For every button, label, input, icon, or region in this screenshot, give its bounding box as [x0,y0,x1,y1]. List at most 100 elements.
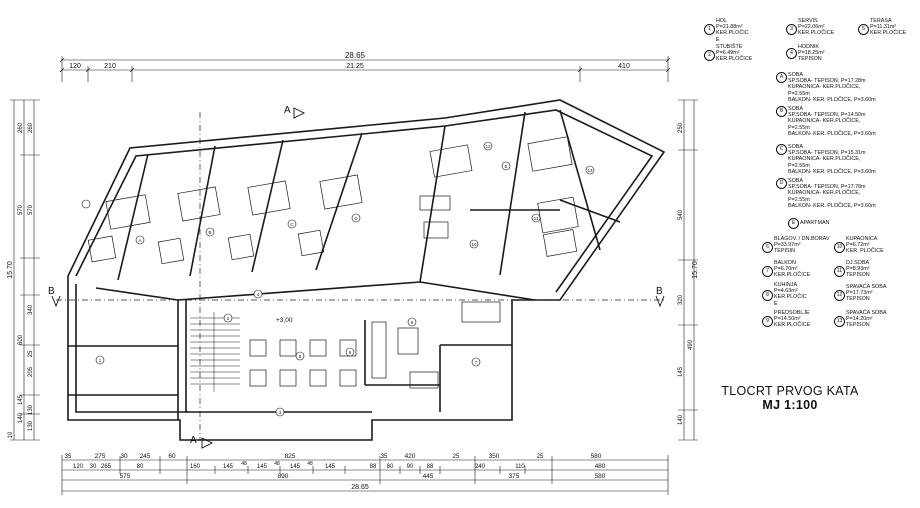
left-dim-570a: 570 [18,204,24,215]
bottom-dim-580b: 580 [595,473,606,480]
right-dim-490: 490 [688,339,694,350]
left-dim-260a: 260 [18,122,24,133]
legend-kuhinja: KUHINJA P=4.63m² KER.PLOČIC E [774,282,807,307]
tag-12: 12 [485,144,491,149]
right-dim-540: 540 [678,209,684,220]
top-dim-2125: 21.25 [346,63,364,70]
tag-1: 1 [99,358,102,363]
bottom-dim-575: 575 [120,473,131,480]
left-dim-140: 140 [18,412,24,423]
legend-num-hodnik: 4 [786,48,797,59]
section-lines [56,112,666,440]
legend-num-spavaca1: 12 [834,290,845,301]
left-dim-25: 25 [28,350,34,357]
legend-spavaca2: SPAVAĆA SOBA P=14.20m² TEPISON [846,310,887,329]
room-tags [81,141,595,417]
bottom-dim-445: 445 [423,473,434,480]
bottom-dim-825: 825 [285,453,296,460]
tag-c: C [290,222,294,227]
right-dim-140: 140 [678,414,684,425]
drawing-title-block: TLOCRT PRVOG KATA MJ 1:100 [720,384,860,412]
bottom-dim-240: 240 [475,464,486,470]
floor-plan-drawing: 28.65 120 210 21.25 410 15.70 260 570 60… [7,51,699,495]
legend-num-spavaca2: 13 [834,316,845,327]
left-dim-340: 340 [28,304,34,315]
bottom-dim-120: 120 [73,464,84,470]
bottom-dim-245: 245 [140,453,151,460]
drawing-scale: MJ 1:100 [762,398,818,412]
right-total-dimension: 15.70 [692,261,699,279]
bottom-dim-60: 60 [168,453,176,460]
bottom-dim-890: 890 [278,473,289,480]
legend-spavaca1: SPAVAĆA SOBA P=17.73m² TEPISON [846,284,887,303]
tag-4: 4 [257,292,260,297]
legend-num-hol: 1 [704,24,715,35]
legend-num-soba-c: C [776,144,787,155]
section-markers [51,107,665,449]
legend-num-servis: 3 [786,24,797,35]
bottom-dim-88a: 88 [370,464,377,470]
tag-9: 9 [411,320,414,325]
tag-10: 10 [471,242,477,247]
legend-balkon: BALKON P=6.70m² KER.PLOČICE [774,260,811,279]
bottom-dim-48b: 48 [274,461,280,467]
bottom-small-35a: 35 [65,454,72,460]
bottom-dim-145c: 145 [290,464,301,470]
left-dim-260b: 260 [28,122,34,133]
legend-kupaonica: KUPAONICA P=6.72m² KER. PLOČICE [846,236,884,255]
tag-e: E [504,164,507,169]
legend-num-kupaonica: 10 [834,242,845,253]
bottom-dim-48a: 48 [241,461,247,467]
section-a-top-label: A [284,105,291,116]
left-dim-130b: 130 [28,420,34,431]
legend-servis: SERVIS P=22.06m² KER.PLOČICE [798,18,835,37]
legend-predsoblje: PREDSOBLJE P=14.50m² KER.PLOČICE [774,310,811,329]
legend-djsoba: DJ.SOBA P=8.93m² TEPISON [846,260,870,279]
tag-11: 11 [534,216,539,221]
bottom-dim-80b: 80 [387,464,394,470]
bottom-total-dimension: 28.65 [351,484,369,491]
bottom-dim-420: 420 [405,453,416,460]
left-dim-600: 600 [18,334,24,345]
bottom-dim-80: 80 [137,464,144,470]
level-mark: +3,00 [276,317,293,324]
legend-num-soba-b: B [776,106,787,117]
legend-soba-d: SOBA SP.SOBA- TEPISON, P=17.78m KUPAONIC… [788,178,876,209]
bottom-dim-350: 350 [489,453,500,460]
legend-apartman: APARTMAN [800,220,830,226]
legend-num-stubiste: 2 [704,50,715,61]
bottom-dim-145a: 145 [223,464,234,470]
bottom-dim-90: 90 [407,464,414,470]
left-dim-130: 130 [28,404,34,415]
legend-stubiste: STUBIŠTE P=6.49m² KER.PLOČICE [716,44,753,63]
legend-terasa: TERASA P=11.31m² KER.PLOČICE [870,18,907,37]
left-total-dimension: 15.70 [7,261,14,279]
bottom-dim-580a: 580 [591,453,602,460]
left-dim-205: 205 [28,366,34,377]
bottom-dimension-chain [61,455,669,495]
legend-num-apartman: E [788,218,799,229]
tag-7: 7 [475,360,478,365]
legend-num-kuhinja: 8 [762,290,773,301]
bottom-dim-48c: 48 [307,461,313,467]
left-dim-145: 145 [18,394,24,405]
left-dimension-chain [10,99,40,441]
bottom-dim-88b: 88 [427,464,434,470]
left-dim-10: 10 [8,431,14,438]
room-legend: 1 HOL P=21.88m² KER.PLOČIC E 3 SERVIS P=… [704,10,916,330]
slanted-wing-walls [67,99,666,301]
legend-num-terasa: 5 [858,24,869,35]
section-b-left-label: B [48,286,55,297]
bottom-dim-275: 275 [95,453,106,460]
left-dim-570b: 570 [28,204,34,215]
legend-blagov: BLAGOV. / DN.BORAV P=33.97m² TEPISIN [774,236,830,255]
drawing-title: TLOCRT PRVOG KATA [721,384,859,398]
tag-8: 8 [299,354,302,359]
right-dim-320: 320 [678,294,684,305]
legend-num-soba-d: D [776,178,787,189]
bottom-dim-375: 375 [509,473,520,480]
right-dim-145: 145 [678,366,684,377]
section-b-right-label: B [656,286,663,297]
bottom-small-25b: 25 [537,454,544,460]
bottom-dim-30: 30 [120,453,128,460]
